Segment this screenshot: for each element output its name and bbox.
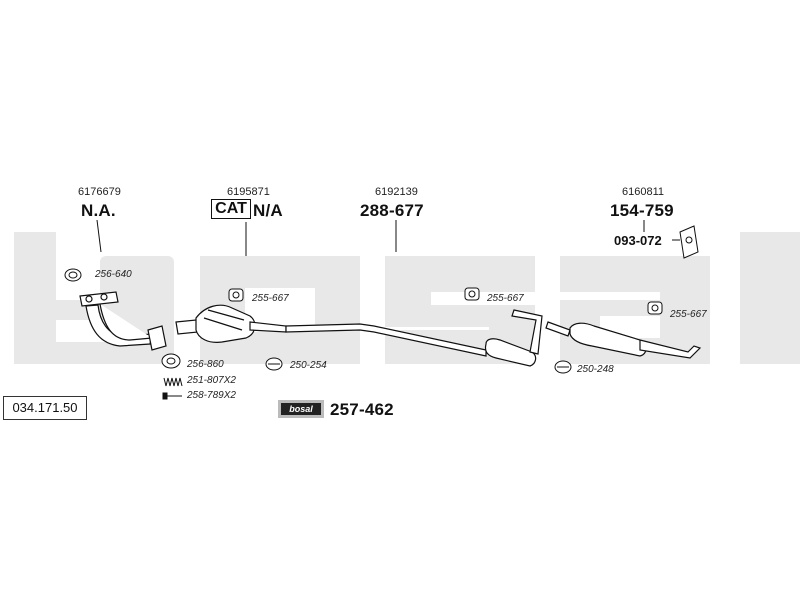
rear-muffler-oem: 6160811 bbox=[622, 186, 665, 198]
rear-clamp-icon bbox=[554, 360, 572, 374]
cat-label-box: CAT bbox=[211, 199, 251, 219]
catalyst-part[interactable]: N/A bbox=[253, 201, 283, 220]
front-pipe-oem: 6176679 bbox=[78, 186, 121, 198]
front-pipe-part[interactable]: N.A. bbox=[81, 201, 116, 220]
catalytic-converter bbox=[175, 304, 287, 343]
rear-hanger-part[interactable]: 255-667 bbox=[670, 309, 707, 320]
catalyst-oem: 6195871 bbox=[227, 186, 270, 198]
bolt-icon bbox=[162, 392, 182, 400]
gasket-part[interactable]: 256-860 bbox=[187, 359, 224, 370]
center-hanger-icon bbox=[464, 287, 480, 301]
cat-clamp-icon bbox=[265, 357, 283, 371]
kit-part[interactable]: 257-462 bbox=[330, 400, 394, 419]
bracket-icon bbox=[679, 225, 699, 259]
spring-part[interactable]: 251-807X2 bbox=[187, 375, 236, 386]
cat-hanger-part[interactable]: 255-667 bbox=[252, 293, 289, 304]
rear-muffler-part[interactable]: 154-759 bbox=[610, 201, 674, 220]
front-clamp-part[interactable]: 256-640 bbox=[95, 269, 132, 280]
spring-icon bbox=[163, 377, 183, 387]
center-hanger-part[interactable]: 255-667 bbox=[487, 293, 524, 304]
bolt-part[interactable]: 258-789X2 bbox=[187, 390, 236, 401]
center-muffler-oem: 6192139 bbox=[375, 186, 418, 198]
front-pipe bbox=[79, 291, 167, 351]
cat-clamp-part[interactable]: 250-254 bbox=[290, 360, 327, 371]
cat-hanger-icon bbox=[228, 288, 244, 302]
rear-muffler bbox=[545, 321, 702, 359]
rear-hanger-icon bbox=[647, 301, 663, 315]
center-muffler bbox=[285, 309, 543, 367]
rear-bracket-part[interactable]: 093-072 bbox=[614, 233, 662, 248]
gasket-icon bbox=[161, 353, 181, 369]
center-muffler-part[interactable]: 288-677 bbox=[360, 201, 424, 220]
catalog-code: 034.171.50 bbox=[3, 396, 87, 420]
front-clamp-icon bbox=[64, 268, 82, 282]
bosal-kit-badge: bosal bbox=[278, 400, 324, 418]
rear-clamp-part[interactable]: 250-248 bbox=[577, 364, 614, 375]
